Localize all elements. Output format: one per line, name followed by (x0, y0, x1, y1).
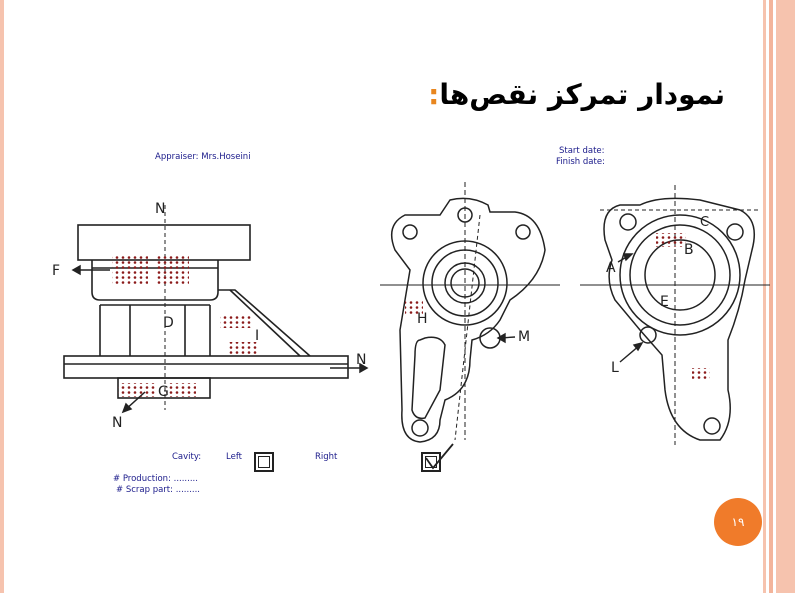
right-part-drawing (580, 185, 770, 445)
production-label: # Production: ......... (113, 474, 198, 484)
title-text: نمودار تمرکز نقص‌ها (439, 78, 725, 111)
drawing-label: H (417, 311, 428, 327)
finish-date-label: Finish date: (556, 157, 605, 167)
drawing-label: N (356, 352, 366, 368)
appraiser-label: Appraiser: Mrs.Hoseini (155, 152, 251, 162)
drawing-label: D (163, 315, 174, 331)
defect-cluster (166, 383, 196, 397)
drawing-label: F (52, 263, 60, 279)
drawing-label: C (700, 215, 709, 230)
defect-cluster (112, 256, 148, 284)
slide-title: نمودار تمرکز نقص‌ها: (422, 78, 725, 111)
left-label: Left (226, 452, 242, 462)
drawing-label: B (684, 242, 694, 258)
checkmark-icon (425, 443, 454, 470)
drawing-label: I (255, 328, 259, 344)
left-cavity-checkbox[interactable] (254, 452, 274, 472)
right-arrows (617, 253, 644, 363)
right-cavity-checkbox[interactable] (421, 452, 441, 472)
left-part-drawing (63, 205, 349, 410)
drawing-label: L (611, 360, 619, 376)
defect-cluster (692, 368, 710, 380)
right-border (763, 0, 795, 593)
right-label: Right (315, 452, 338, 462)
drawing-label: E (660, 294, 669, 310)
defect-cluster (118, 383, 156, 397)
middle-part-drawing (380, 182, 560, 443)
left-part-arrows (71, 264, 369, 414)
defect-cluster (656, 233, 686, 247)
scrap-label: # Scrap part: ......... (116, 485, 201, 495)
cavity-label: Cavity: (172, 452, 202, 462)
title-colon: : (428, 78, 440, 111)
left-border (0, 0, 4, 593)
drawing-label: G (158, 384, 169, 400)
drawing-label: A (606, 260, 616, 276)
drawing-label: M (518, 329, 530, 345)
start-date-label: Start date: (559, 146, 605, 156)
defect-cluster (228, 342, 258, 356)
middle-arrows (496, 332, 516, 344)
defect-cluster (405, 300, 423, 314)
page-number-badge: ۱۹ (714, 498, 762, 546)
defect-cluster (220, 316, 252, 328)
drawing-label: N (155, 201, 165, 217)
defect-cluster (157, 256, 189, 284)
drawing-label: N (112, 415, 122, 431)
